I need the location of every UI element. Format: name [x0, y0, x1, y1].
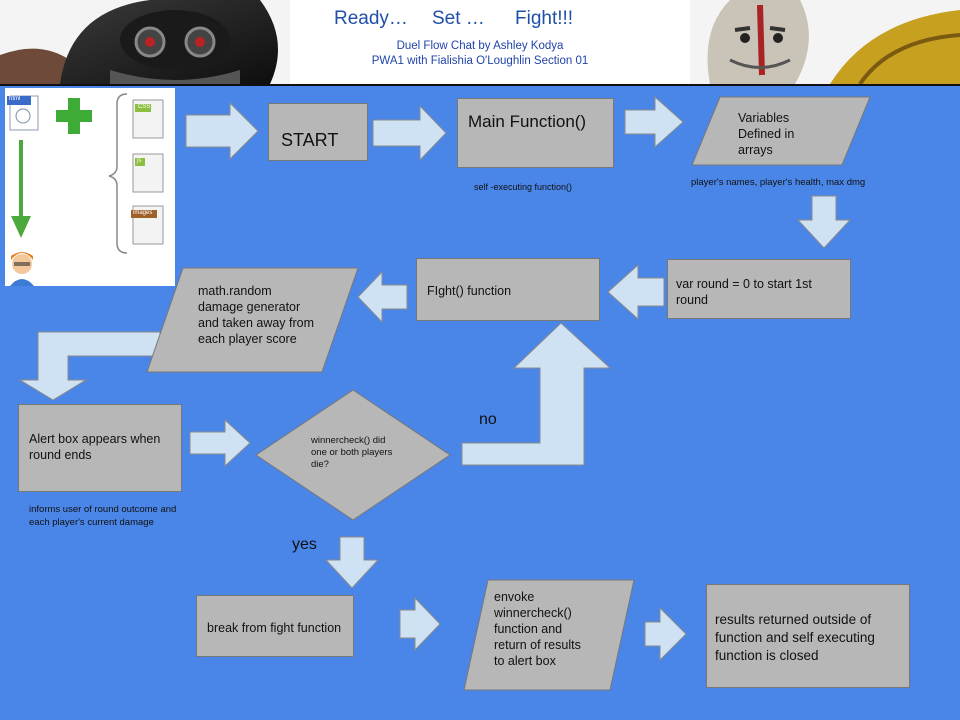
js-badge: js	[137, 158, 142, 164]
title-set: Set …	[432, 8, 485, 29]
fight-function-box: FIght() function	[416, 258, 600, 321]
arrow-down-1	[796, 195, 852, 249]
main-function-box: Main Function()	[457, 98, 614, 168]
subtitle-line-1: Duel Flow Chat by Ashley Kodya	[396, 40, 564, 52]
subtitle-line-2: PWA1 with Fialishia O'Loughlin Section 0…	[371, 55, 589, 67]
arrow-right-4	[189, 418, 251, 468]
arrow-left-2	[357, 270, 408, 324]
arrow-right-1	[185, 101, 259, 161]
envoke-label: envoke winnercheck() function and return…	[494, 590, 581, 668]
arrow-down-yes	[324, 536, 380, 589]
arrow-bent-down	[18, 331, 161, 401]
winnercheck-label: winnercheck() did one or both players di…	[311, 435, 393, 470]
css-badge: CSS	[138, 104, 151, 110]
left-character-image	[0, 0, 290, 84]
break-fight-label: break from fight function	[207, 621, 342, 635]
yes-label: yes	[292, 536, 317, 553]
envoke-shape	[463, 579, 635, 691]
alert-box: Alert box appears when round ends	[18, 404, 182, 492]
alert-box-label: Alert box appears when round ends	[29, 432, 161, 462]
arrow-left-1	[607, 263, 665, 321]
no-label: no	[479, 411, 497, 428]
var-round-box: var round = 0 to start 1st round	[667, 259, 851, 319]
break-fight-box: break from fight function	[196, 595, 354, 657]
arrow-right-5	[399, 596, 441, 652]
start-label: START	[281, 130, 339, 150]
arrow-right-3	[624, 95, 684, 149]
variables-note: player's names, player's health, max dmg	[691, 177, 866, 188]
results-label: results returned outside of function and…	[715, 612, 875, 663]
right-character-image	[690, 0, 960, 84]
variables-label: Variables Defined in arrays	[738, 111, 795, 157]
alert-note: informs user of round outcome and each p…	[29, 504, 177, 528]
title-fight: Fight!!!	[515, 8, 574, 29]
title-ready: Ready…	[334, 8, 408, 29]
main-function-note: self -executing function()	[474, 182, 573, 192]
arrow-right-6	[644, 606, 687, 662]
arrow-right-2	[372, 104, 447, 162]
file-structure-panel: html CSS js images	[5, 88, 175, 286]
arrow-no-up	[461, 322, 612, 466]
math-random-label: math.random damage generator and taken a…	[198, 284, 315, 346]
file-structure-graphic	[7, 93, 164, 286]
start-box: START	[268, 103, 368, 161]
main-function-label: Main Function()	[468, 112, 587, 131]
variables-shape	[691, 96, 871, 166]
images-badge: images	[133, 210, 153, 216]
html-badge: html	[9, 96, 21, 102]
winnercheck-diamond	[255, 389, 451, 521]
math-random-shape	[146, 267, 359, 373]
results-box: results returned outside of function and…	[706, 584, 910, 688]
var-round-label: var round = 0 to start 1st round	[676, 277, 812, 307]
header: Ready… Set … Fight!!! Duel Flow Chat by …	[0, 0, 960, 86]
fight-function-label: FIght() function	[427, 284, 512, 298]
